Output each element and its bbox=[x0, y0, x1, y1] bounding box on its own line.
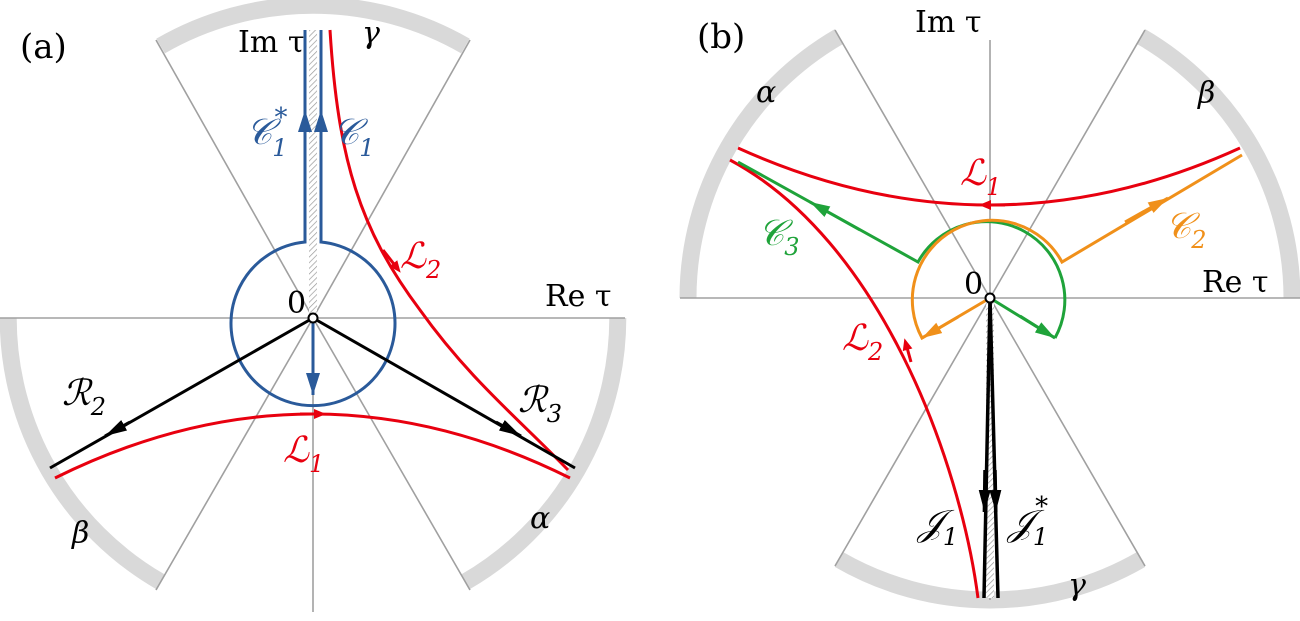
contour-c1-label: 𝒞1 bbox=[333, 112, 375, 162]
contour-l2-arrow-b bbox=[902, 338, 913, 363]
origin-label-a: 0 bbox=[287, 286, 306, 321]
sector-beta-label-a: β bbox=[71, 516, 89, 551]
im-axis-label-b: Im τ bbox=[915, 5, 981, 40]
ray-r3-label: ℛ3 bbox=[518, 380, 562, 428]
sector-line-b3 bbox=[834, 297, 991, 567]
sector-alpha-label-b: α bbox=[756, 75, 776, 110]
ray-j1-star-arrow bbox=[989, 469, 1002, 513]
sector-band-gamma bbox=[156, 0, 470, 54]
sector-line-a2 bbox=[312, 39, 471, 319]
contour-l2-label-b: ℒ2 bbox=[842, 318, 883, 366]
branch-cut-b bbox=[986, 298, 994, 598]
ray-j1-label: 𝒥1 bbox=[916, 503, 958, 551]
sector-line-b1 bbox=[834, 29, 991, 299]
contour-c2-path bbox=[910, 153, 1243, 341]
ray-j1-arrow bbox=[978, 469, 991, 513]
sector-line-a1 bbox=[155, 39, 314, 319]
panel-b: (b) Im τ Re τ 0 α β γ ℒ1 𝒞3 𝒞2 ℒ2 𝒥1 𝒥1* bbox=[679, 5, 1300, 609]
ray-j1-star bbox=[988, 297, 1000, 599]
sector-band-alpha-b bbox=[679, 29, 844, 299]
contour-c3-arrow bbox=[809, 200, 861, 232]
re-axis-label-a: Re τ bbox=[545, 279, 611, 314]
ray-j1 bbox=[982, 297, 992, 599]
sector-band-beta bbox=[0, 317, 165, 590]
contour-c3-label: 𝒞3 bbox=[758, 213, 800, 261]
origin-point-a bbox=[307, 312, 319, 324]
panel-b-tag: (b) bbox=[697, 17, 745, 57]
ray-j1-star-label: 𝒥1* bbox=[1006, 492, 1048, 551]
ray-r3-a bbox=[312, 316, 576, 470]
sector-line-b2 bbox=[989, 29, 1146, 299]
branch-cut-a bbox=[309, 30, 317, 318]
re-axis-label-b: Re τ bbox=[1202, 265, 1268, 300]
contour-c1-keyhole bbox=[229, 30, 397, 408]
ray-r3-arrow bbox=[495, 420, 522, 438]
contour-l2-label-a: ℒ2 bbox=[400, 236, 441, 284]
panel-a: (a) Im τ Re τ 0 γ α β 𝒞1* 𝒞1 ℒ2 ℒ1 ℛ2 ℛ3 bbox=[0, 0, 627, 612]
ray-r2-label: ℛ2 bbox=[62, 373, 106, 421]
contour-l1-label-b: ℒ1 bbox=[960, 153, 1001, 201]
sector-gamma-label-a: γ bbox=[362, 16, 380, 51]
sector-gamma-label-b: γ bbox=[1068, 568, 1086, 603]
panel-a-tag: (a) bbox=[20, 27, 67, 67]
contour-c2-arrow-out bbox=[921, 315, 959, 340]
origin-label-b: 0 bbox=[964, 267, 983, 302]
sector-line-a4 bbox=[312, 317, 471, 591]
contour-l2-arrow-a bbox=[381, 249, 401, 273]
contour-c1-star-label: 𝒞1* bbox=[246, 103, 288, 162]
contour-c3-arrow-out bbox=[1019, 314, 1056, 340]
sector-bands-a bbox=[0, 0, 627, 590]
sector-line-a3 bbox=[155, 317, 314, 591]
contour-c2-label: 𝒞2 bbox=[1165, 206, 1207, 254]
contour-l2-curve-b bbox=[729, 158, 980, 599]
origin-point-b bbox=[984, 292, 996, 304]
ray-r2-a bbox=[49, 316, 314, 470]
sector-beta-label-b: β bbox=[1197, 76, 1215, 111]
im-axis-label-a: Im τ bbox=[238, 25, 304, 60]
contour-l1-label-a: ℒ1 bbox=[283, 430, 324, 478]
sector-band-alpha bbox=[461, 317, 627, 590]
sector-line-b4 bbox=[989, 297, 1146, 567]
contour-c2-arrow bbox=[1124, 196, 1169, 224]
ray-r2-arrow bbox=[104, 420, 131, 438]
sector-alpha-label-a: α bbox=[530, 501, 550, 536]
sector-band-beta-b bbox=[1136, 29, 1300, 299]
